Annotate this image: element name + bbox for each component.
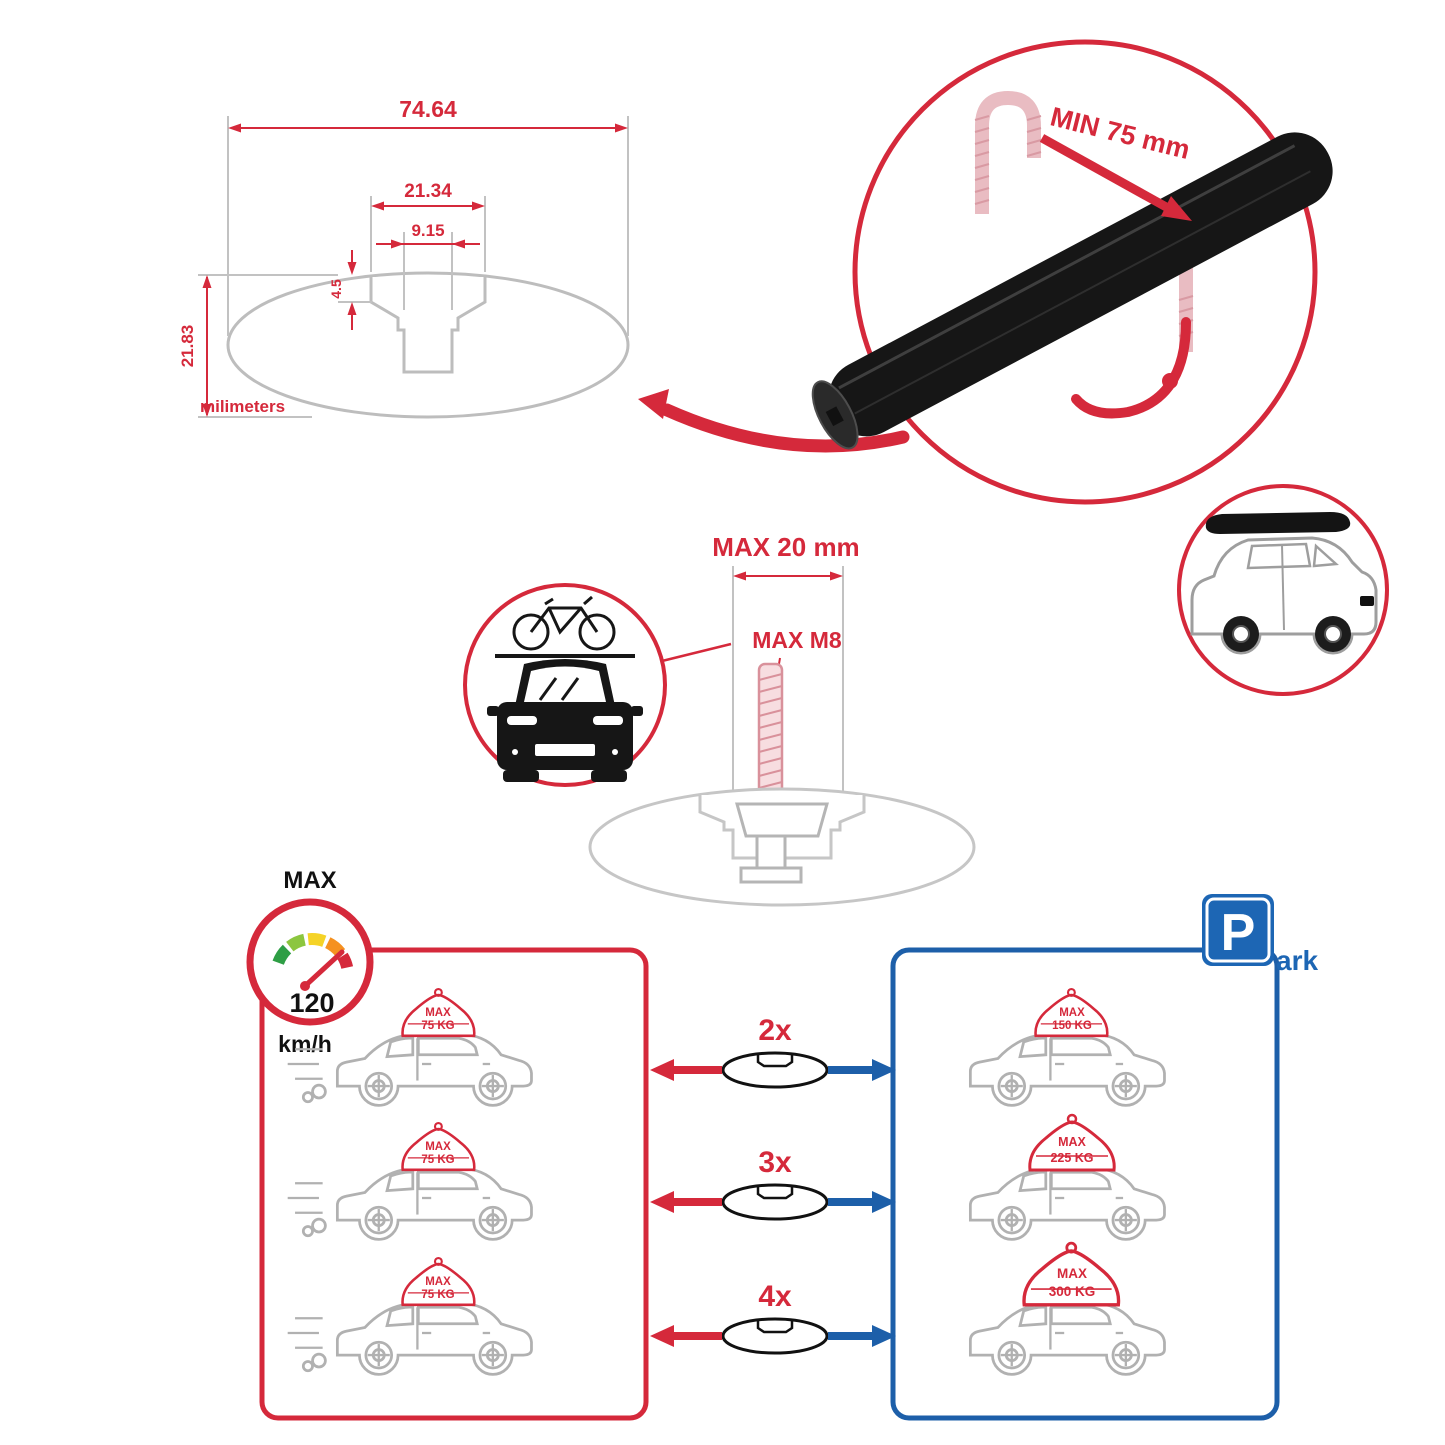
- bolt-length-label: MAX 20 mm: [712, 532, 859, 562]
- qty-label: 3x: [758, 1146, 792, 1179]
- crossbar-3d-render: [811, 132, 1333, 450]
- dim-step-depth: 4.5: [328, 250, 372, 330]
- suv-illustration: [1190, 536, 1378, 655]
- t-nut-icon: [735, 802, 829, 838]
- units-label: milimeters: [200, 397, 285, 416]
- multiplier-row-1: 2x: [650, 1014, 896, 1089]
- profile-callout-arrow: [638, 389, 910, 453]
- leader-line: [661, 642, 732, 663]
- bolt-dimension-drawing: MAX 20 mm MAX M8: [588, 532, 976, 907]
- roof-box-icon: [1205, 512, 1351, 534]
- cargo-max-label: MAX: [425, 1276, 451, 1288]
- t-slot-channel-outline: [369, 277, 487, 374]
- gauge-needle: [302, 949, 345, 989]
- cargo-max-label: MAX: [1059, 1007, 1085, 1019]
- dim-channel-width: 21.34: [370, 181, 486, 272]
- cargo-kg-label: 75 KG: [421, 1020, 454, 1032]
- parking-sign-letter: P: [1221, 904, 1256, 962]
- cargo-max-label: MAX: [425, 1141, 451, 1153]
- bolt-icon: [757, 662, 784, 808]
- profile-with-tnut: [588, 787, 976, 907]
- gauge-arc: [272, 933, 354, 969]
- qty-label: 2x: [758, 1014, 792, 1047]
- parking-sign-suffix: ark: [1276, 945, 1318, 976]
- cargo-kg-label: 300 KG: [1049, 1284, 1096, 1299]
- dim-total-width: 74.64: [227, 96, 629, 336]
- cargo-kg-label: 75 KG: [421, 1154, 454, 1166]
- crossbar-profile-icon: [721, 1183, 829, 1221]
- speed-max-label: MAX: [283, 867, 336, 894]
- cargo-kg-label: 150 KG: [1052, 1020, 1092, 1032]
- bike-car-circle: [463, 583, 732, 787]
- cargo-max-label: MAX: [1057, 1266, 1087, 1281]
- profile-dimension-drawing: 74.64 21.34 9.15 4.5: [178, 96, 630, 419]
- dim-total-height: 21.83: [178, 274, 338, 418]
- dim-total-height-label: 21.83: [178, 325, 197, 368]
- dim-step-depth-label: 4.5: [328, 279, 344, 299]
- parking-sign: P ark: [1202, 894, 1318, 976]
- car-front-icon: [487, 659, 643, 782]
- multiplier-row-3: 4x: [650, 1280, 896, 1355]
- dim-channel-width-label: 21.34: [404, 181, 452, 202]
- qty-label: 4x: [758, 1280, 792, 1313]
- crossbar-zoom-circle: MIN 75 mm: [811, 39, 1333, 505]
- cargo-kg-label: 75 KG: [421, 1289, 454, 1301]
- speed-unit: km/h: [278, 1031, 332, 1057]
- u-bolt-clamp-rear-icon: [974, 90, 1042, 214]
- driving-car-row-3: MAX 75 KG: [286, 1256, 533, 1376]
- bike-icon: [495, 595, 635, 658]
- dim-total-width-label: 74.64: [399, 96, 457, 122]
- suv-roofbox-circle: [1177, 484, 1389, 696]
- parked-car-row-3: MAX 300 KG: [968, 1241, 1166, 1376]
- parked-car-row-2: MAX 225 KG: [968, 1113, 1166, 1241]
- speed-limit-badge: MAX 120 km/h: [246, 867, 374, 1057]
- cargo-kg-label: 225 KG: [1050, 1151, 1093, 1165]
- speed-value: 120: [289, 988, 334, 1018]
- clamp-hook-icon: [1071, 317, 1191, 419]
- multiplier-row-2: 3x: [650, 1146, 896, 1221]
- crossbar-profile-icon: [721, 1317, 829, 1355]
- crossbar-profile-icon: [721, 1051, 829, 1089]
- min-spacing-arrow: [1039, 134, 1192, 221]
- cargo-max-label: MAX: [425, 1007, 451, 1019]
- cargo-max-label: MAX: [1058, 1135, 1086, 1149]
- dim-slot-width: 9.15: [376, 221, 480, 310]
- speedometer-icon: [246, 898, 374, 1026]
- parked-car-row-1: MAX 150 KG: [968, 987, 1166, 1107]
- driving-car-row-1: MAX 75 KG: [286, 987, 533, 1107]
- driving-car-row-2: MAX 75 KG: [286, 1121, 533, 1241]
- dim-slot-width-label: 9.15: [411, 221, 444, 240]
- bolt-thread-label: MAX M8: [752, 627, 842, 653]
